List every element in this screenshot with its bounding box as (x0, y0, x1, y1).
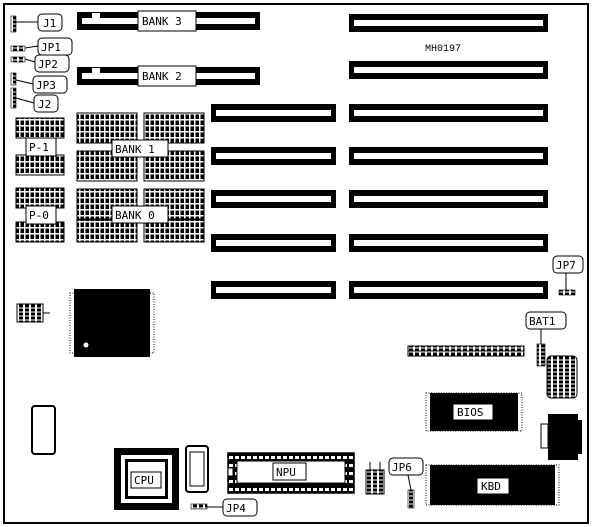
jp7-jumper: JP7 (552, 255, 584, 296)
memory-bank-0-group: BANK 0 (76, 188, 205, 243)
bank-3-label: BANK 3 (142, 15, 182, 28)
npu-socket: NPU (227, 452, 355, 494)
resistor-strip (407, 345, 525, 357)
memory-bank-1-group: BANK 1 (76, 112, 205, 182)
cpu-oscillator (185, 445, 209, 493)
jp2-label: JP2 (38, 58, 58, 71)
bank-2-label: BANK 2 (142, 70, 182, 83)
jp4-label: JP4 (226, 502, 246, 515)
capacitor-block (31, 405, 56, 455)
kbd-chip: KBD (425, 464, 560, 506)
npu-label: NPU (276, 466, 296, 479)
board-outline (3, 3, 589, 524)
crystal-small (365, 462, 385, 495)
cpu-label: CPU (134, 474, 154, 487)
battery-pack (546, 355, 578, 399)
bank-0-label: BANK 0 (115, 209, 155, 222)
model-code: MH0197 (425, 44, 461, 55)
bank-1-label: BANK 1 (115, 143, 155, 156)
expansion-slots-short (211, 104, 336, 299)
expansion-slots-long (349, 14, 548, 299)
j2-label: J2 (38, 98, 51, 111)
p0-label: P-0 (29, 209, 49, 222)
p1-label: P-1 (29, 141, 49, 154)
crystal-oscillator (16, 303, 50, 323)
bios-chip: BIOS (425, 392, 523, 432)
parity-chips-p1: P-1 (15, 117, 65, 176)
bat1: BAT1 (525, 311, 567, 367)
keyboard-connector (540, 414, 582, 460)
kbd-label: KBD (481, 480, 501, 493)
simm-bank-2: BANK 2 (77, 65, 260, 87)
j1-label: J1 (43, 17, 56, 30)
jp4-jumper: JP4 (190, 498, 258, 517)
jp1-label: JP1 (41, 41, 61, 54)
cpu-socket: CPU (114, 448, 179, 510)
jp6-label: JP6 (392, 461, 412, 474)
bios-label: BIOS (457, 406, 484, 419)
jp3-label: JP3 (36, 79, 56, 92)
jp6-jumper: JP6 (388, 457, 424, 509)
chipset-square (69, 289, 155, 357)
jumpers-top-left: J1 JP1 JP2 JP3 J2 (10, 13, 73, 113)
simm-bank-3: BANK 3 (77, 10, 260, 32)
jp7-label: JP7 (556, 259, 576, 272)
bat1-label: BAT1 (529, 315, 556, 328)
parity-chips-p0: P-0 (15, 187, 65, 243)
